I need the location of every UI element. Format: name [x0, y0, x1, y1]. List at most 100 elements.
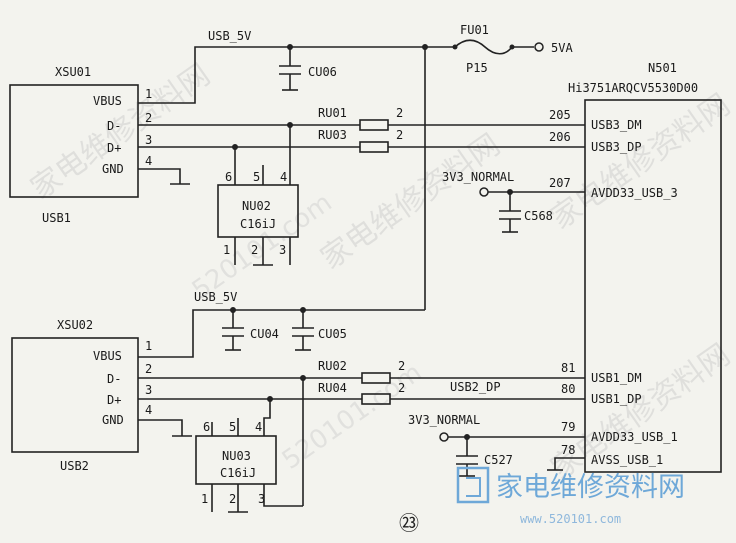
logo-icon	[466, 477, 481, 497]
connector-xsu01	[9, 84, 139, 198]
tvs-ref: NU03	[222, 449, 251, 463]
ic-pin-name: USB3_DP	[591, 140, 642, 154]
logo-icon	[456, 466, 490, 504]
net-usb-5v-top: USB_5V	[208, 29, 251, 43]
ic-pin-number: 81	[561, 361, 575, 375]
tvs-pin: 2	[229, 492, 236, 506]
cap-cu05: CU05	[318, 327, 347, 341]
pin-label: D+	[107, 141, 121, 155]
rail-terminal	[479, 187, 489, 197]
resistor-pin: 2	[398, 359, 405, 373]
resistor-ru03	[359, 141, 389, 153]
ic-pin-number: 80	[561, 382, 575, 396]
ic-n501	[584, 99, 722, 473]
tvs-pin: 2	[251, 243, 258, 257]
logo-text: 家电维修资料网	[496, 472, 685, 503]
tvs-pin: 1	[201, 492, 208, 506]
ic-pin-number: 205	[549, 108, 571, 122]
wire	[263, 399, 271, 436]
net-usb-5v-bottom: USB_5V	[194, 290, 237, 304]
ic-pin-name: USB3_DM	[591, 118, 642, 132]
ic-pin-number: 79	[561, 420, 575, 434]
tvs-pin: 6	[203, 420, 210, 434]
pin-number: 1	[145, 339, 152, 353]
cap-cu06: CU06	[308, 65, 337, 79]
resistor-ru02-label: RU02	[318, 359, 347, 373]
watermark-url: 520101.com	[277, 358, 428, 476]
wire-vbus-1	[138, 46, 425, 104]
wire-gnd-2	[138, 419, 183, 436]
rail-5va: 5VA	[551, 41, 573, 55]
resistor-pin: 2	[396, 128, 403, 142]
resistor-pin: 2	[398, 381, 405, 395]
connector-xsu01-name: USB1	[42, 211, 71, 225]
ic-pin-number: 78	[561, 443, 575, 457]
resistor-pin: 2	[396, 106, 403, 120]
page-number: ㉓	[399, 511, 419, 535]
connector-xsu02-ref: XSU02	[57, 318, 93, 332]
connector-xsu02-name: USB2	[60, 459, 89, 473]
pin-label: VBUS	[93, 94, 122, 108]
tvs-pin: 4	[255, 420, 262, 434]
watermark-text: 家电维修资料网	[545, 87, 736, 236]
pin-label: D-	[107, 119, 121, 133]
tvs-pin: 5	[253, 170, 260, 184]
pin-label: GND	[102, 162, 124, 176]
tvs-nu02	[217, 184, 299, 238]
tvs-pin: 3	[258, 492, 265, 506]
ic-pin-name: AVDD33_USB_1	[591, 430, 678, 444]
pin-number: 3	[145, 133, 152, 147]
net-3v3-top: 3V3_NORMAL	[442, 170, 514, 184]
cap-cu04: CU04	[250, 327, 279, 341]
connector-xsu01-ref: XSU01	[55, 65, 91, 79]
net-3v3-bottom: 3V3_NORMAL	[408, 413, 480, 427]
ic-part: Hi3751ARQCV5530D00	[568, 81, 698, 95]
pin-number: 2	[145, 111, 152, 125]
cap-c527: C527	[484, 453, 513, 467]
fuse-value: P15	[466, 61, 488, 75]
ic-pin-name: AVDD33_USB_3	[591, 186, 678, 200]
resistor-ru04-label: RU04	[318, 381, 347, 395]
pin-number: 3	[145, 383, 152, 397]
tvs-part: C16iJ	[220, 466, 256, 480]
junction	[509, 44, 515, 50]
pin-label: D+	[107, 393, 121, 407]
tvs-pin: 3	[279, 243, 286, 257]
rail-terminal	[534, 42, 544, 52]
junction	[452, 44, 458, 50]
connector-xsu02	[11, 337, 139, 453]
wire-vbus-2	[138, 309, 425, 358]
resistor-ru03-label: RU03	[318, 128, 347, 142]
wire-gnd-1	[138, 168, 181, 184]
ic-pin-name: USB1_DP	[591, 392, 642, 406]
fuse-fu01	[454, 39, 513, 55]
resistor-ru01-label: RU01	[318, 106, 347, 120]
tvs-pin: 6	[225, 170, 232, 184]
cap-c568: C568	[524, 209, 553, 223]
site-logo: 家电维修资料网 www.520101.com	[456, 466, 685, 526]
ic-pin-name: AVSS_USB_1	[591, 453, 663, 467]
pin-number: 1	[145, 87, 152, 101]
tvs-nu03	[195, 435, 277, 485]
pin-label: D-	[107, 372, 121, 386]
pin-label: VBUS	[93, 349, 122, 363]
tvs-ref: NU02	[242, 199, 271, 213]
pin-number: 2	[145, 362, 152, 376]
wire	[263, 484, 303, 507]
rail-terminal	[439, 432, 449, 442]
pin-number: 4	[145, 403, 152, 417]
tvs-pin: 5	[229, 420, 236, 434]
tvs-pin: 4	[280, 170, 287, 184]
resistor-ru01	[359, 119, 389, 131]
logo-url: www.520101.com	[520, 512, 621, 526]
tvs-part: C16iJ	[240, 217, 276, 231]
fuse-ref: FU01	[460, 23, 489, 37]
ic-ref: N501	[648, 61, 677, 75]
wire-avss-usb1	[554, 457, 585, 470]
watermark-text: 家电维修资料网	[315, 127, 507, 276]
ic-pin-number: 206	[549, 130, 571, 144]
net-usb2-dp: USB2_DP	[450, 380, 501, 394]
tvs-pin: 1	[223, 243, 230, 257]
